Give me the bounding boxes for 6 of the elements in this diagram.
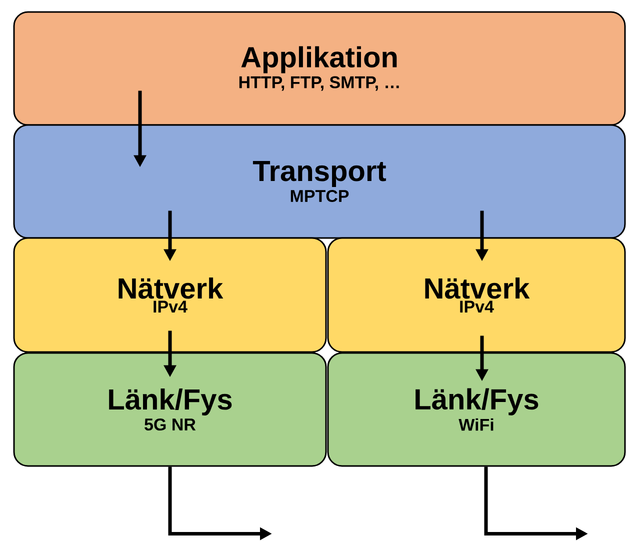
layer-box: Transport MPTCP [13,124,626,239]
layer-box: Länk/Fys 5G NR [13,352,327,467]
layer-box: Applikation HTTP, FTP, SMTP, … [13,11,626,126]
layer-box: Nätverk IPv4 [13,237,327,353]
layer-box: Nätverk IPv4 [327,237,626,353]
layer-box: Länk/Fys WiFi [327,352,626,467]
